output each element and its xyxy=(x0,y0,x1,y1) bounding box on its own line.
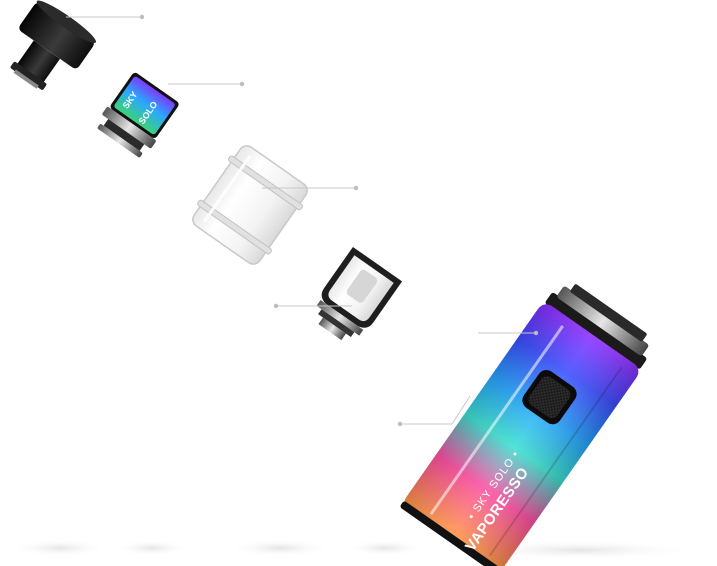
callout-glass-tube xyxy=(262,185,359,191)
fire-button xyxy=(522,370,577,425)
top-cap: SKY SOLO xyxy=(97,72,179,158)
callout-top-cap xyxy=(168,81,245,87)
battery-body: • SKY SOLO • VAPORESSO xyxy=(400,284,649,566)
callout-coil xyxy=(273,303,352,309)
drip-tip xyxy=(10,0,97,90)
callout-battery xyxy=(478,330,539,336)
floor-shadows xyxy=(12,539,700,560)
callout-fire-button xyxy=(397,395,471,427)
callout-drip-tip xyxy=(66,14,145,20)
coil xyxy=(316,246,403,341)
glass-tube xyxy=(192,145,308,265)
